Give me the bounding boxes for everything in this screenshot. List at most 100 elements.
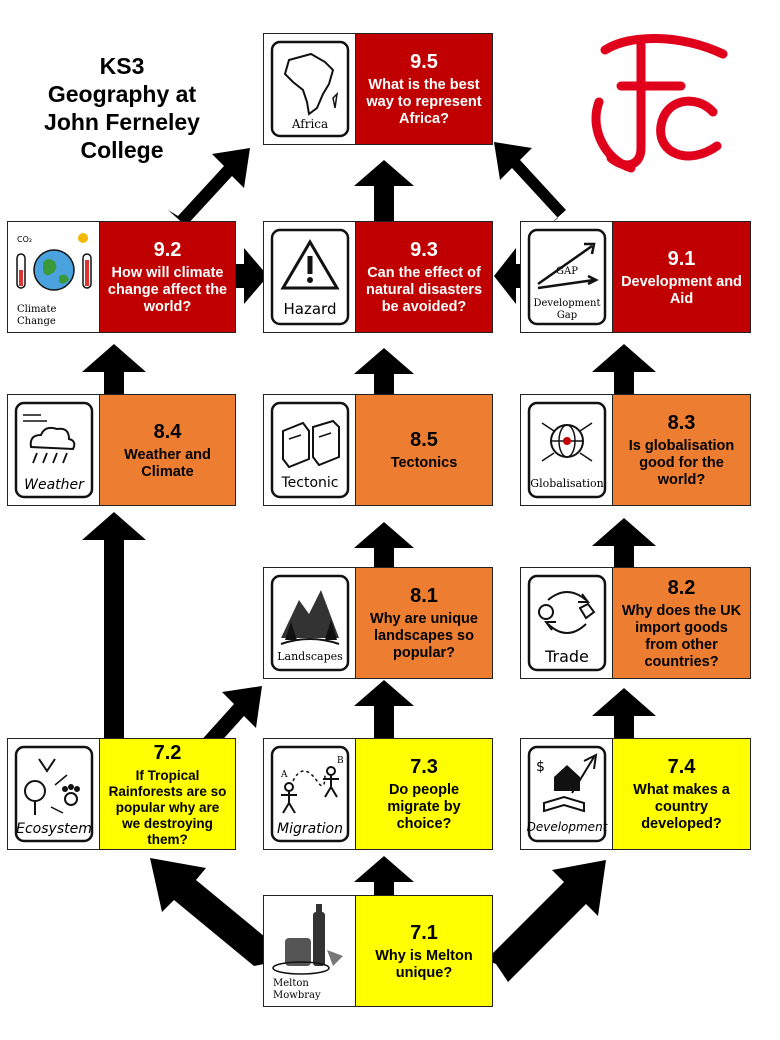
icon-caption: Ecosystem xyxy=(16,821,92,837)
page-title: KS3 Geography at John Ferneley College xyxy=(22,52,222,164)
unit-7-1-card[interactable]: Melton Mowbray 7.1 Why is Melton unique? xyxy=(263,895,493,1007)
arrow-83-to-91 xyxy=(592,344,656,394)
icon-caption-line-2: Mowbray xyxy=(273,990,321,1001)
icon-caption-line-2: Gap xyxy=(556,310,576,321)
unit-question: Can the effect of natural disasters be a… xyxy=(365,265,483,315)
unit-7-4-card[interactable]: $ Development 7.4 What makes a country d… xyxy=(520,738,751,850)
unit-7-1-panel: 7.1 Why is Melton unique? xyxy=(356,896,492,1006)
climate-globe-icon: CO₂ Climate Change xyxy=(8,222,100,332)
unit-question: What is the best way to represent Africa… xyxy=(366,77,482,127)
icon-caption: Globalisation xyxy=(530,477,603,490)
unit-number: 8.4 xyxy=(153,420,182,443)
arrow-72-to-84 xyxy=(82,512,146,738)
unit-9-1-panel: 9.1 Development and Aid xyxy=(613,222,750,332)
unit-9-2-panel: 9.2 How will climate change affect the w… xyxy=(100,222,235,332)
unit-8-5-card[interactable]: Tectonic 8.5 Tectonics xyxy=(263,394,493,506)
icon-caption-line-2: Change xyxy=(17,316,56,327)
migration-people-icon: A B Migration xyxy=(264,739,356,849)
arrow-71-to-73 xyxy=(354,856,414,896)
unit-question: Why is Melton unique? xyxy=(375,947,473,981)
icon-caption: Hazard xyxy=(283,300,336,318)
tectonic-plates-icon: Tectonic xyxy=(264,395,356,505)
arrow-91-to-93 xyxy=(494,248,524,304)
svg-text:A: A xyxy=(280,770,288,780)
unit-number: 8.3 xyxy=(667,412,696,434)
unit-number: 9.2 xyxy=(153,239,182,261)
unit-number: 9.3 xyxy=(410,239,438,261)
unit-7-4-panel: 7.4 What makes a country developed? xyxy=(613,739,750,849)
arrow-71-to-74 xyxy=(486,860,606,982)
icon-caption: Africa xyxy=(290,117,327,131)
ecosystem-icon: Ecosystem xyxy=(8,739,100,849)
icon-caption: Weather xyxy=(24,477,85,493)
unit-question: Weather and Climate xyxy=(124,446,211,480)
arrow-92-to-93 xyxy=(236,248,268,304)
unit-number: 7.3 xyxy=(410,756,438,778)
unit-9-5-panel: 9.5 What is the best way to represent Af… xyxy=(356,34,492,144)
arrow-85-to-93 xyxy=(354,348,414,394)
unit-question: How will climate change affect the world… xyxy=(107,265,228,315)
unit-9-5-card[interactable]: Africa 9.5 What is the best way to repre… xyxy=(263,33,493,145)
svg-text:GAP: GAP xyxy=(556,266,578,277)
svg-text:CO₂: CO₂ xyxy=(17,235,32,244)
arrow-91-to-95 xyxy=(494,142,566,226)
unit-7-2-panel: 7.2 If Tropical Rainforests are so popul… xyxy=(100,739,235,849)
unit-8-2-card[interactable]: Trade 8.2 Why does the UK import goods f… xyxy=(520,567,751,679)
unit-8-1-card[interactable]: Landscapes 8.1 Why are unique landscapes… xyxy=(263,567,493,679)
icon-caption: Landscapes xyxy=(277,650,343,663)
svg-text:B: B xyxy=(337,756,344,766)
unit-9-3-panel: 9.3 Can the effect of natural disasters … xyxy=(356,222,492,332)
unit-7-2-card[interactable]: Ecosystem 7.2 If Tropical Rainforests ar… xyxy=(7,738,236,850)
unit-question: Why are unique landscapes so popular? xyxy=(370,611,478,661)
title-line-3: John Ferneley xyxy=(44,109,200,135)
unit-number: 9.1 xyxy=(667,247,696,270)
title-line-4: College xyxy=(80,137,164,163)
unit-question: Is globalisation good for the world? xyxy=(628,438,735,488)
development-gap-icon: GAP Development Gap xyxy=(521,222,613,332)
unit-question: Development and Aid xyxy=(621,273,742,307)
icon-caption-line-1: Melton xyxy=(273,978,309,989)
unit-7-3-card[interactable]: A B Migration 7.3 Do people migrate by c… xyxy=(263,738,493,850)
arrow-81-to-85 xyxy=(354,522,414,568)
unit-number: 8.1 xyxy=(410,585,438,607)
unit-8-4-card[interactable]: Weather 8.4 Weather and Climate xyxy=(7,394,236,506)
icon-caption: Tectonic xyxy=(280,475,338,491)
arrow-71-to-72 xyxy=(150,858,276,966)
unit-question: Tectonics xyxy=(390,455,458,471)
globe-network-icon: Globalisation xyxy=(521,395,613,505)
title-line-1: KS3 xyxy=(99,53,145,79)
unit-question: Why does the UK import goods from other … xyxy=(621,602,742,670)
icon-caption: Migration xyxy=(276,821,342,837)
unit-8-3-card[interactable]: Globalisation 8.3 Is globalisation good … xyxy=(520,394,751,506)
icon-caption-line-1: Climate xyxy=(17,304,57,315)
unit-8-4-panel: 8.4 Weather and Climate xyxy=(100,395,235,505)
unit-8-2-panel: 8.2 Why does the UK import goods from ot… xyxy=(613,568,750,678)
melton-food-icon: Melton Mowbray xyxy=(264,896,356,1006)
unit-8-1-panel: 8.1 Why are unique landscapes so popular… xyxy=(356,568,492,678)
icon-caption: Trade xyxy=(544,647,589,666)
unit-number: 7.4 xyxy=(667,756,696,778)
unit-9-1-card[interactable]: GAP Development Gap 9.1 Development and … xyxy=(520,221,751,333)
unit-number: 9.5 xyxy=(410,51,438,73)
hazard-warning-icon: Hazard xyxy=(264,222,356,332)
development-house-icon: $ Development xyxy=(521,739,613,849)
trade-cycle-icon: Trade xyxy=(521,568,613,678)
arrow-84-to-92 xyxy=(82,344,146,394)
unit-8-5-panel: 8.5 Tectonics xyxy=(356,395,492,505)
arrow-92-to-95 xyxy=(168,148,250,226)
unit-question: Do people migrate by choice? xyxy=(387,782,461,832)
weather-cloud-icon: Weather xyxy=(8,395,100,505)
arrow-82-to-83 xyxy=(592,518,656,568)
unit-9-2-card[interactable]: CO₂ Climate Change 9.2 How will climate … xyxy=(7,221,236,333)
icon-caption-line-1: Development xyxy=(533,298,600,309)
unit-8-3-panel: 8.3 Is globalisation good for the world? xyxy=(613,395,750,505)
unit-question: What makes a country developed? xyxy=(633,782,730,832)
unit-number: 7.2 xyxy=(153,741,182,764)
arrow-73-to-81 xyxy=(354,680,414,740)
africa-map-icon: Africa xyxy=(264,34,356,144)
unit-9-3-card[interactable]: Hazard 9.3 Can the effect of natural dis… xyxy=(263,221,493,333)
title-line-2: Geography at xyxy=(47,81,197,107)
arrow-93-to-95 xyxy=(354,160,414,222)
arrow-74-to-82 xyxy=(592,688,656,738)
